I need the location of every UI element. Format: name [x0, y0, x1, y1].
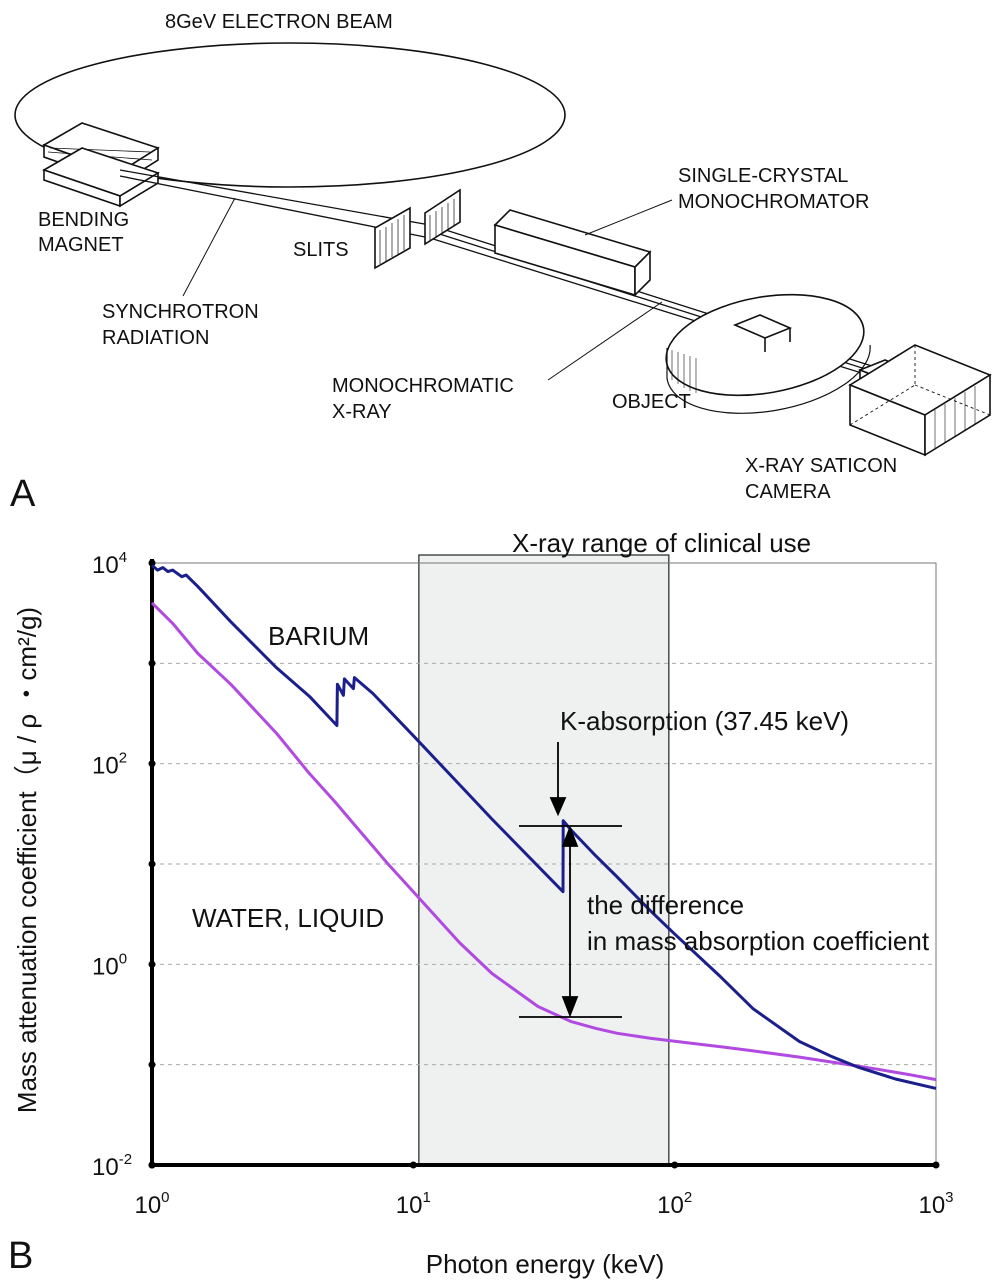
- label-crystal-2: MONOCHROMATOR: [678, 191, 869, 213]
- monochromator-box: [493, 209, 652, 297]
- y-tick-mark: [148, 1061, 156, 1069]
- clinical-range-band: [418, 554, 670, 1166]
- y-tick-mark: [148, 960, 156, 968]
- difference-arrow-head-up: [561, 825, 579, 847]
- y-axis-title: Mass attenuation coefficient（μ / ρ ・cm²/…: [12, 607, 42, 1113]
- x-tick-label: 101: [396, 1189, 431, 1219]
- y-tick-label: 102: [92, 750, 127, 780]
- label-slits: SLITS: [293, 239, 349, 261]
- y-tick-mark: [148, 559, 156, 567]
- label-crystal-1: SINGLE-CRYSTAL: [678, 165, 848, 187]
- y-tick-mark: [148, 760, 156, 768]
- label-monochromatic-2: X-RAY: [332, 401, 392, 423]
- x-tick-mark: [148, 1161, 156, 1169]
- x-tick-labels: 100 101 102 103: [134, 1189, 953, 1219]
- k-absorption-pointer-head: [549, 797, 567, 817]
- y-tick-label: 10-2: [92, 1151, 132, 1181]
- x-tick-label: 103: [918, 1189, 953, 1219]
- difference-label-1: the difference: [587, 890, 744, 920]
- label-monochromatic-1: MONOCHROMATIC: [332, 375, 514, 397]
- water-label: WATER, LIQUID: [192, 903, 384, 933]
- panel-b-letter: B: [8, 1235, 33, 1277]
- bending-magnet-shape: [42, 122, 160, 208]
- clinical-range-label: X-ray range of clinical use: [512, 528, 811, 558]
- barium-label: BARIUM: [268, 621, 369, 651]
- y-tick-label: 104: [92, 549, 127, 579]
- label-synchrotron-2: RADIATION: [102, 327, 209, 349]
- label-camera-2: CAMERA: [745, 481, 831, 503]
- y-tick-mark: [148, 659, 156, 667]
- grid-lines: [152, 662, 936, 1066]
- series-water-line: [150, 601, 937, 1082]
- slits-shape: [374, 188, 461, 270]
- label-electron-beam: 8GeV ELECTRON BEAM: [165, 11, 393, 33]
- label-camera-1: X-RAY SATICON: [745, 455, 897, 477]
- y-tick-mark: [148, 860, 156, 868]
- attenuation-chart: X-ray range of clinical use BARIUM WATER…: [8, 528, 954, 1279]
- difference-label-2: in mass absorption coefficient: [587, 926, 930, 956]
- label-bending-magnet-1: BENDING: [38, 209, 129, 231]
- x-tick-mark: [409, 1161, 417, 1169]
- label-synchrotron-1: SYNCHROTRON: [102, 301, 259, 323]
- difference-annotation: [519, 742, 622, 1018]
- leader-lines: [182, 197, 673, 381]
- x-tick-label: 102: [657, 1189, 692, 1219]
- x-tick-mark: [932, 1161, 940, 1169]
- x-tick-mark: [671, 1161, 679, 1169]
- panel-a-diagram: [14, 42, 992, 457]
- electron-beam-ring: [14, 42, 566, 188]
- x-axis-title: Photon energy (keV): [426, 1249, 664, 1279]
- label-object: OBJECT: [612, 391, 691, 413]
- x-tick-label: 100: [134, 1189, 169, 1219]
- label-bending-magnet-2: MAGNET: [38, 234, 124, 256]
- y-tick-labels: 104 102 100 10-2: [92, 549, 132, 1181]
- y-tick-label: 100: [92, 950, 127, 980]
- series-barium-line: [151, 564, 937, 1090]
- panel-a-letter: A: [10, 473, 36, 515]
- panel-a-labels: 8GeV ELECTRON BEAM BENDING MAGNET SLITS …: [10, 11, 897, 515]
- camera-box: [848, 344, 992, 457]
- k-absorption-label: K-absorption (37.45 keV): [560, 706, 849, 736]
- minor-ticks: [148, 559, 940, 1169]
- difference-arrow-head-down: [561, 996, 579, 1018]
